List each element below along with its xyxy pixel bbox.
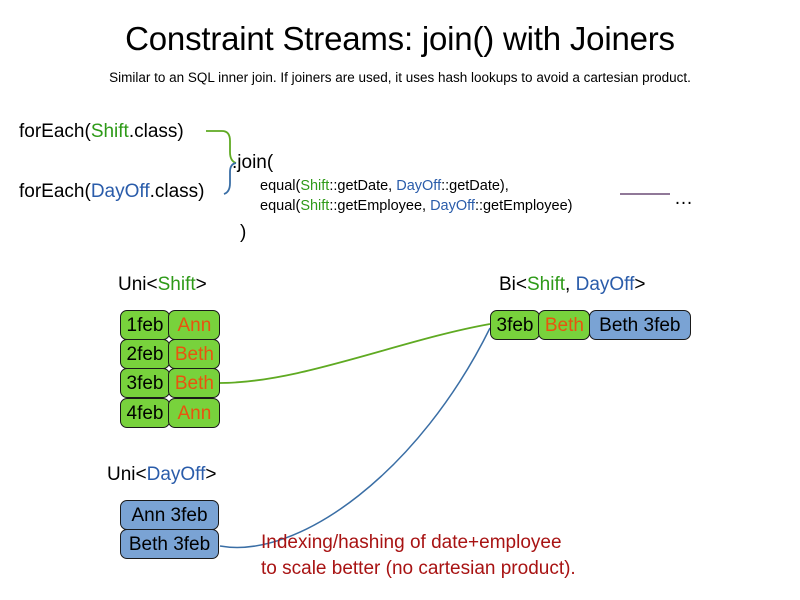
uni-dayoff-header-type: DayOff	[146, 464, 206, 485]
bi-header-separator: ,	[565, 274, 576, 295]
foreach-dayoff-suffix: .class)	[149, 181, 205, 202]
edge-shift-to-bi	[219, 323, 491, 384]
dayoff-pair-cell[interactable]: Beth 3feb	[120, 529, 219, 559]
foreach-shift-type: Shift	[90, 121, 129, 142]
joiner1-prefix: equal(	[260, 198, 301, 214]
bi-header-suffix: >	[634, 274, 646, 295]
page-title: Constraint Streams: join() with Joiners	[125, 20, 675, 57]
uni-shift-row[interactable]: 4feb Ann	[120, 398, 221, 428]
bi-header-type-a: Shift	[527, 274, 566, 295]
shift-date-cell[interactable]: 4feb	[120, 398, 170, 428]
bi-header-prefix: Bi<	[499, 274, 527, 295]
shift-date-cell[interactable]: 1feb	[120, 310, 170, 340]
code-foreach-shift: forEach(Shift.class)	[19, 121, 184, 143]
shift-date-cell[interactable]: 3feb	[120, 368, 170, 398]
code-join-open: .join(	[232, 152, 274, 173]
annotation-line-2: to scale better (no cartesian product).	[261, 558, 576, 579]
code-continuation-ellipsis: …	[674, 188, 693, 209]
foreach-shift-prefix: forEach(	[19, 121, 91, 142]
edge-dayoff-to-bi	[219, 327, 491, 549]
joiner1-left-type: Shift	[300, 198, 330, 214]
joiner0-prefix: equal(	[260, 178, 301, 194]
shift-employee-cell[interactable]: Beth	[168, 339, 221, 369]
shift-employee-cell[interactable]: Ann	[168, 398, 221, 428]
uni-shift-row[interactable]: 2feb Beth	[120, 339, 221, 369]
shift-date-cell[interactable]: 2feb	[120, 339, 170, 369]
joiner1-left-method: ::getEmployee,	[329, 198, 431, 214]
code-joiner-equal-employee: equal(Shift::getEmployee, DayOff::getEmp…	[260, 198, 572, 214]
joiner1-right-method: ::getEmployee)	[474, 198, 573, 214]
uni-dayoff-row[interactable]: Beth 3feb	[120, 529, 219, 559]
foreach-shift-suffix: .class)	[128, 121, 184, 142]
code-join-close: )	[240, 222, 247, 243]
uni-dayoff-header-prefix: Uni<	[107, 464, 147, 485]
joiner0-left-type: Shift	[300, 178, 330, 194]
uni-shift-header-suffix: >	[195, 274, 207, 295]
code-joiner-equal-date: equal(Shift::getDate, DayOff::getDate),	[260, 178, 509, 194]
annotation-note: Indexing/hashing of date+employee to sca…	[261, 530, 576, 582]
joiner1-right-type: DayOff	[430, 198, 475, 214]
uni-dayoff-header: Uni<DayOff>	[107, 464, 217, 486]
uni-dayoff-header-suffix: >	[205, 464, 217, 485]
shift-employee-cell[interactable]: Ann	[168, 310, 221, 340]
uni-shift-header: Uni<Shift>	[118, 274, 207, 296]
uni-shift-header-prefix: Uni<	[118, 274, 158, 295]
page-subtitle: Similar to an SQL inner join. If joiners…	[109, 70, 691, 85]
bi-shift-employee-cell[interactable]: Beth	[538, 310, 591, 340]
uni-shift-header-type: Shift	[157, 274, 196, 295]
code-foreach-dayoff: forEach(DayOff.class)	[19, 181, 205, 203]
foreach-dayoff-prefix: forEach(	[19, 181, 91, 202]
annotation-line-1: Indexing/hashing of date+employee	[261, 532, 562, 553]
bi-shift-date-cell[interactable]: 3feb	[490, 310, 540, 340]
bi-tuple-row[interactable]: 3feb Beth Beth 3feb	[490, 310, 691, 340]
bi-header-type-b: DayOff	[575, 274, 635, 295]
joiner0-right-method: ::getDate),	[441, 178, 509, 194]
uni-dayoff-row[interactable]: Ann 3feb	[120, 500, 219, 530]
foreach-dayoff-type: DayOff	[90, 181, 150, 202]
uni-shift-row[interactable]: 1feb Ann	[120, 310, 221, 340]
bi-stream-header: Bi<Shift, DayOff>	[499, 274, 645, 296]
dayoff-pair-cell[interactable]: Ann 3feb	[120, 500, 219, 530]
shift-employee-cell[interactable]: Beth	[168, 368, 221, 398]
joiner0-right-type: DayOff	[396, 178, 442, 194]
bi-dayoff-pair-cell[interactable]: Beth 3feb	[588, 310, 691, 340]
joiner0-left-method: ::getDate,	[329, 178, 397, 194]
uni-shift-row[interactable]: 3feb Beth	[120, 368, 221, 398]
